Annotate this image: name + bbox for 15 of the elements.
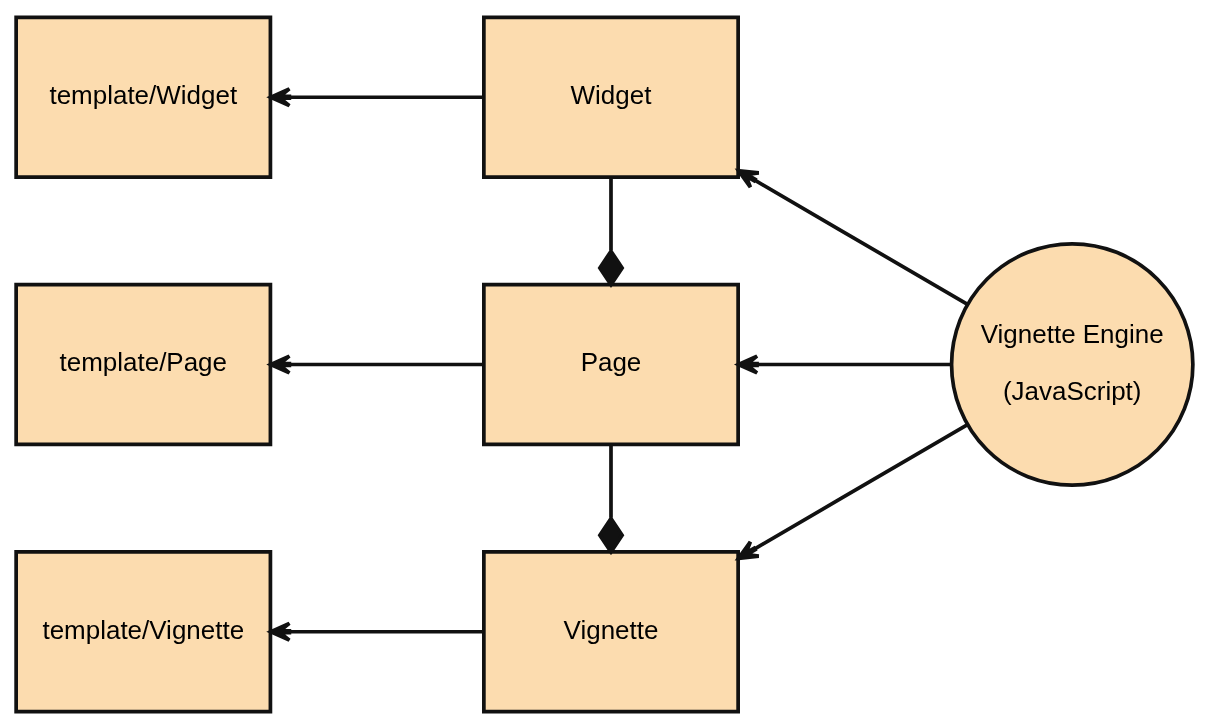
node-box: Vignette [482, 549, 740, 713]
node-box: template/Page [14, 282, 273, 446]
arrow [268, 621, 484, 642]
arrow [268, 353, 484, 375]
arrow [736, 168, 969, 306]
arrow [736, 422, 969, 560]
node-box: Page [482, 282, 740, 446]
node-box: template/Vignette [14, 549, 273, 713]
arrow [736, 353, 952, 375]
node-box: Widget [482, 15, 740, 179]
node-circle: Vignette Engine (JavaScript) [949, 241, 1195, 487]
node-box: template/Widget [14, 15, 273, 179]
connector [597, 177, 625, 288]
connector [597, 444, 625, 555]
arrow [268, 86, 484, 107]
